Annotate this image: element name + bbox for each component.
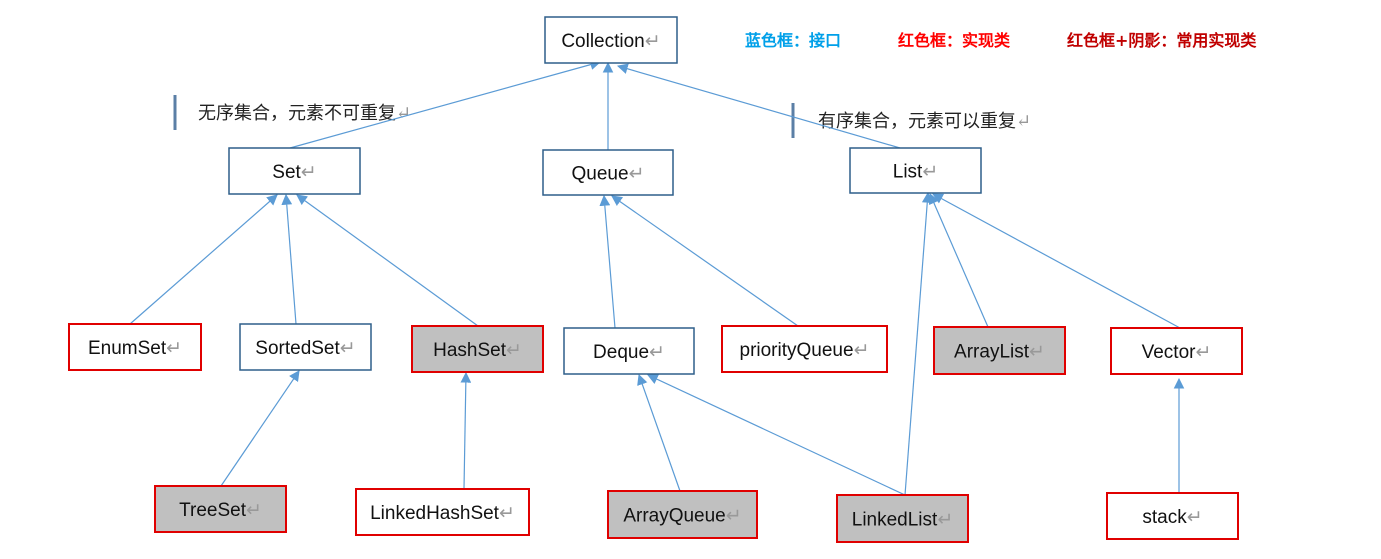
edge-hashset-to-set <box>296 194 479 327</box>
node-arrayqueue: ArrayQueue↵ <box>607 490 758 539</box>
inheritance-edges <box>129 59 1185 496</box>
node-queue: Queue↵ <box>542 149 674 196</box>
node-linkedhashset: LinkedHashSet↵ <box>355 488 530 536</box>
node-collection-label: Collection↵ <box>561 31 660 52</box>
node-deque-box <box>563 327 695 375</box>
legend-common-implementation: 红色框+阴影：常用实现类 <box>1067 31 1257 50</box>
node-sortedset-box <box>239 323 372 371</box>
edge-arraylist-to-list <box>928 193 989 328</box>
node-arrayqueue-box <box>607 490 758 539</box>
node-arraylist-label: ArrayList↵ <box>954 342 1045 363</box>
node-set: Set↵ <box>228 147 361 195</box>
node-stack: stack↵ <box>1106 492 1239 540</box>
node-enumset-box <box>68 323 202 371</box>
node-deque-label: Deque↵ <box>593 342 665 363</box>
legend-interface: 蓝色框：接口 <box>745 31 841 50</box>
node-stack-label: stack↵ <box>1142 507 1202 528</box>
edge-linkedhashset-to-hashset <box>460 371 472 490</box>
node-vector: Vector↵ <box>1110 327 1243 375</box>
edge-list-to-collection <box>616 63 901 149</box>
node-arrayqueue-label: ArrayQueue↵ <box>623 506 741 527</box>
node-treeset-label: TreeSet↵ <box>179 500 262 521</box>
edge-priorityqueue-to-queue <box>611 195 799 327</box>
type-nodes: Collection↵ Set↵ Queue↵ List↵ EnumSet↵ Sorted… <box>68 16 1243 543</box>
node-list-label: List↵ <box>893 162 939 183</box>
node-linkedhashset-label: LinkedHashSet↵ <box>370 503 515 524</box>
set-note: 无序集合，元素不可重复↵ <box>198 103 411 124</box>
node-treeset: TreeSet↵ <box>154 485 287 533</box>
list-note: 有序集合，元素可以重复↵ <box>818 111 1031 132</box>
node-list: List↵ <box>849 147 982 194</box>
node-collection-box <box>544 16 678 64</box>
node-set-box <box>228 147 361 195</box>
node-priorityqueue: priorityQueue↵ <box>721 325 888 373</box>
edge-linkedlist-to-deque <box>647 374 906 496</box>
node-sortedset-label: SortedSet↵ <box>255 338 355 359</box>
node-enumset: EnumSet↵ <box>68 323 202 371</box>
node-linkedlist-box <box>836 494 969 543</box>
edge-vector-to-list <box>932 193 1181 329</box>
node-sortedset: SortedSet↵ <box>239 323 372 371</box>
edge-arrayqueue-to-deque <box>637 373 681 492</box>
node-stack-box <box>1106 492 1239 540</box>
node-hashset-box <box>411 325 544 373</box>
node-linkedlist: LinkedList↵ <box>836 494 969 543</box>
node-priorityqueue-label: priorityQueue↵ <box>740 340 870 361</box>
node-linkedhashset-box <box>355 488 530 536</box>
edge-linkedlist-to-list <box>904 191 933 496</box>
node-deque: Deque↵ <box>563 327 695 375</box>
node-queue-label: Queue↵ <box>572 164 645 185</box>
edge-set-to-collection <box>289 59 602 149</box>
edge-enumset-to-set <box>129 194 278 325</box>
node-queue-box <box>542 149 674 196</box>
edge-sortedset-to-set <box>281 193 297 325</box>
edge-treeset-to-sortedset <box>220 370 300 487</box>
node-vector-label: Vector↵ <box>1142 342 1212 363</box>
legend-implementation: 红色框：实现类 <box>898 31 1011 50</box>
node-hashset-label: HashSet↵ <box>433 340 522 361</box>
node-collection: Collection↵ <box>544 16 678 64</box>
node-enumset-label: EnumSet↵ <box>88 338 182 359</box>
node-priorityqueue-box <box>721 325 888 373</box>
edge-deque-to-queue <box>599 194 616 329</box>
node-linkedlist-label: LinkedList↵ <box>852 510 953 531</box>
node-hashset: HashSet↵ <box>411 325 544 373</box>
node-treeset-box <box>154 485 287 533</box>
node-arraylist: ArrayList↵ <box>933 326 1066 375</box>
node-set-label: Set↵ <box>272 162 316 183</box>
node-arraylist-box <box>933 326 1066 375</box>
node-list-box <box>849 147 982 194</box>
node-vector-box <box>1110 327 1243 375</box>
